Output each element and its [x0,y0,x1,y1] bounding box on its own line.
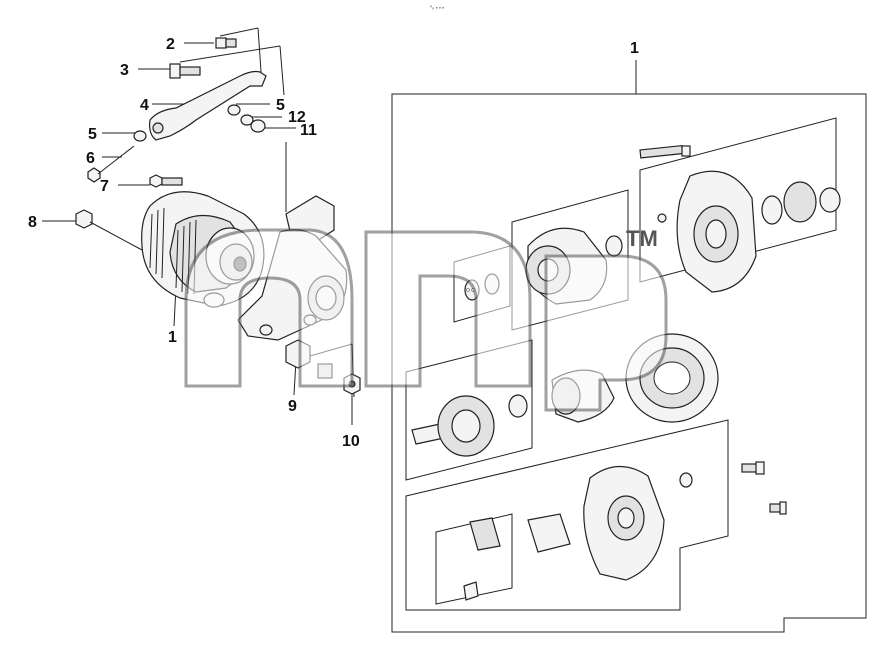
rotor [411,394,528,457]
bearing-set [761,181,841,225]
callout-5-top: 5 [276,97,285,114]
watermark: TM [184,226,668,412]
bolt-3 [169,63,201,79]
watermark-tm: TM [626,226,658,251]
bracket-4 [149,70,267,141]
cooling-fins [149,207,197,295]
callout-2: 2 [166,36,175,53]
bolt-6 [87,145,135,183]
through-bolt [639,144,691,159]
bolt-8 [75,209,143,251]
callout-9: 9 [288,398,297,415]
callout-1-right: 1 [630,40,639,57]
bolt-7 [149,174,183,188]
washers-5-12-11 [133,104,266,142]
rear-screws [741,461,787,515]
bolt-2 [215,37,237,49]
callout-7: 7 [100,178,109,195]
callout-11: 11 [300,122,317,139]
front-housing [657,170,757,293]
callout-5-left: 5 [88,126,97,143]
callout-1-left: 1 [168,329,177,346]
callout-3: 3 [120,62,129,79]
rear-housing [583,465,693,581]
callout-12: 12 [288,109,306,126]
callout-10: 10 [342,433,360,450]
callout-8: 8 [28,214,37,231]
regulator-brush [463,513,571,601]
callout-4: 4 [140,97,149,114]
rings-label: O C [466,288,475,294]
callout-6: 6 [86,150,95,167]
callouts: 2 3 4 5 12 11 5 6 7 8 1 9 10 1 [28,36,639,450]
header-mark: ⁰ₒ ∘∘∘ [430,5,445,11]
